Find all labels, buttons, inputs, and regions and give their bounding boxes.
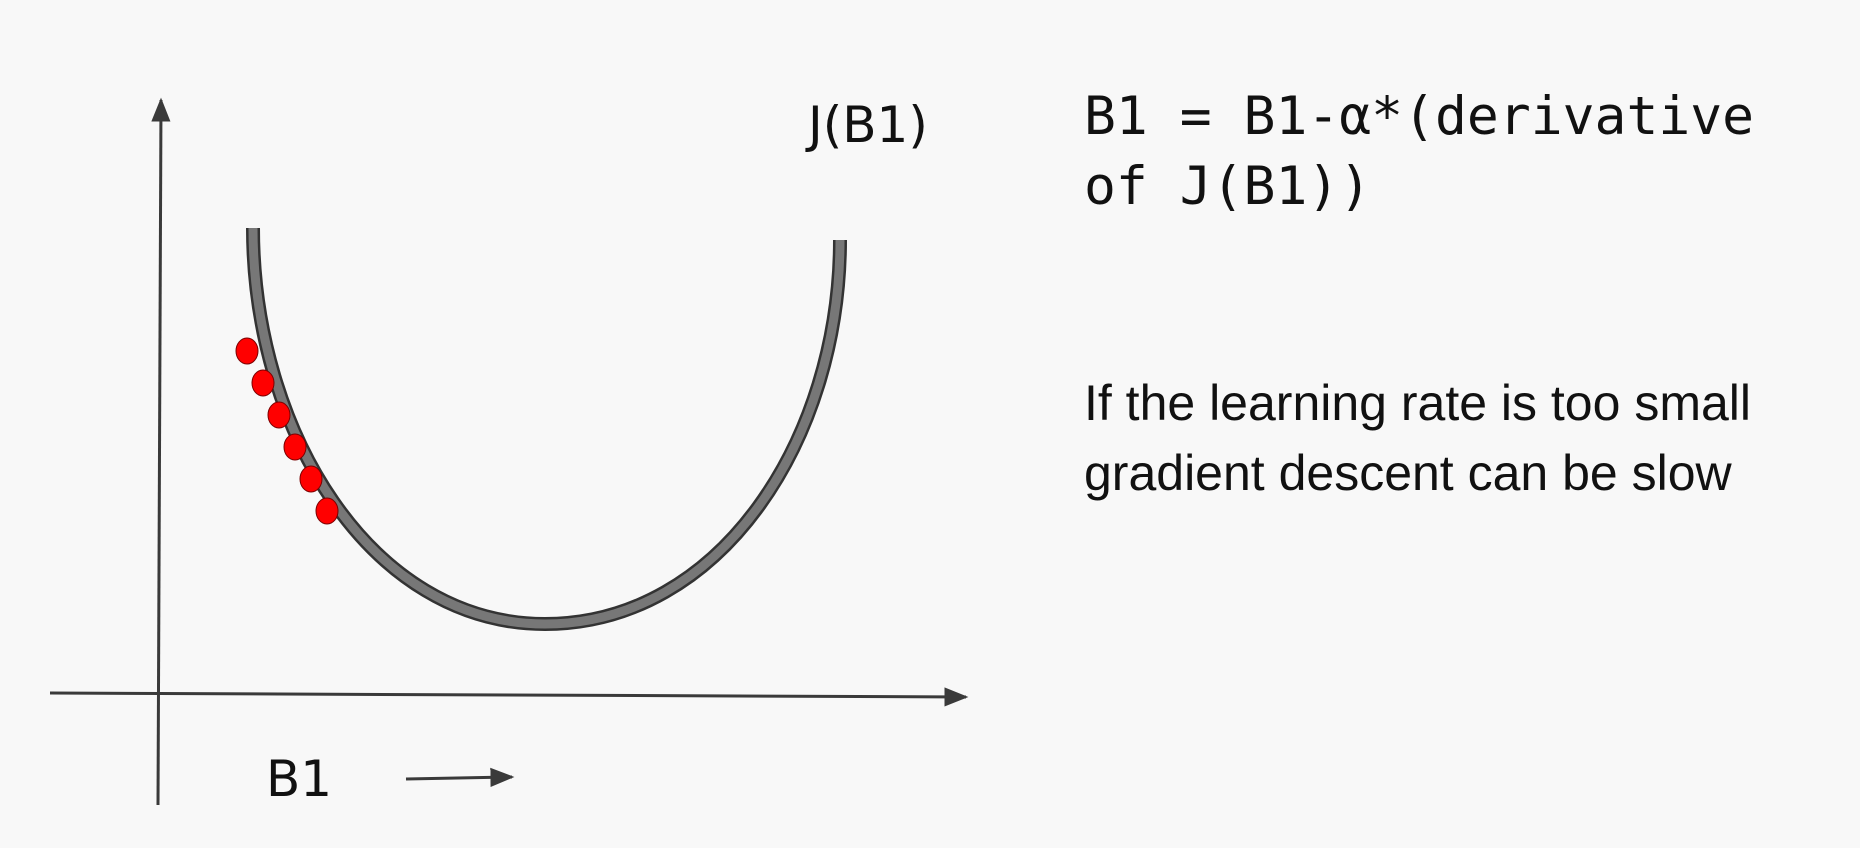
update-rule-formula: B1 = B1-α*(derivative of J(B1)) <box>1084 86 1755 217</box>
x-axis-label: B1 <box>266 750 333 808</box>
x-axis <box>49 687 969 707</box>
step-point <box>235 337 259 365</box>
step-point <box>283 433 307 461</box>
y-axis <box>151 97 171 806</box>
step-point <box>267 401 291 429</box>
step-point <box>251 369 275 397</box>
step-point <box>315 497 339 525</box>
cost-curve <box>248 227 845 629</box>
learning-rate-note: If the learning rate is too small gradie… <box>1084 375 1751 501</box>
cost-curve-outline <box>246 227 847 632</box>
direction-arrow <box>405 767 515 788</box>
step-point <box>299 465 323 493</box>
curve-label: J(B1) <box>808 96 928 154</box>
